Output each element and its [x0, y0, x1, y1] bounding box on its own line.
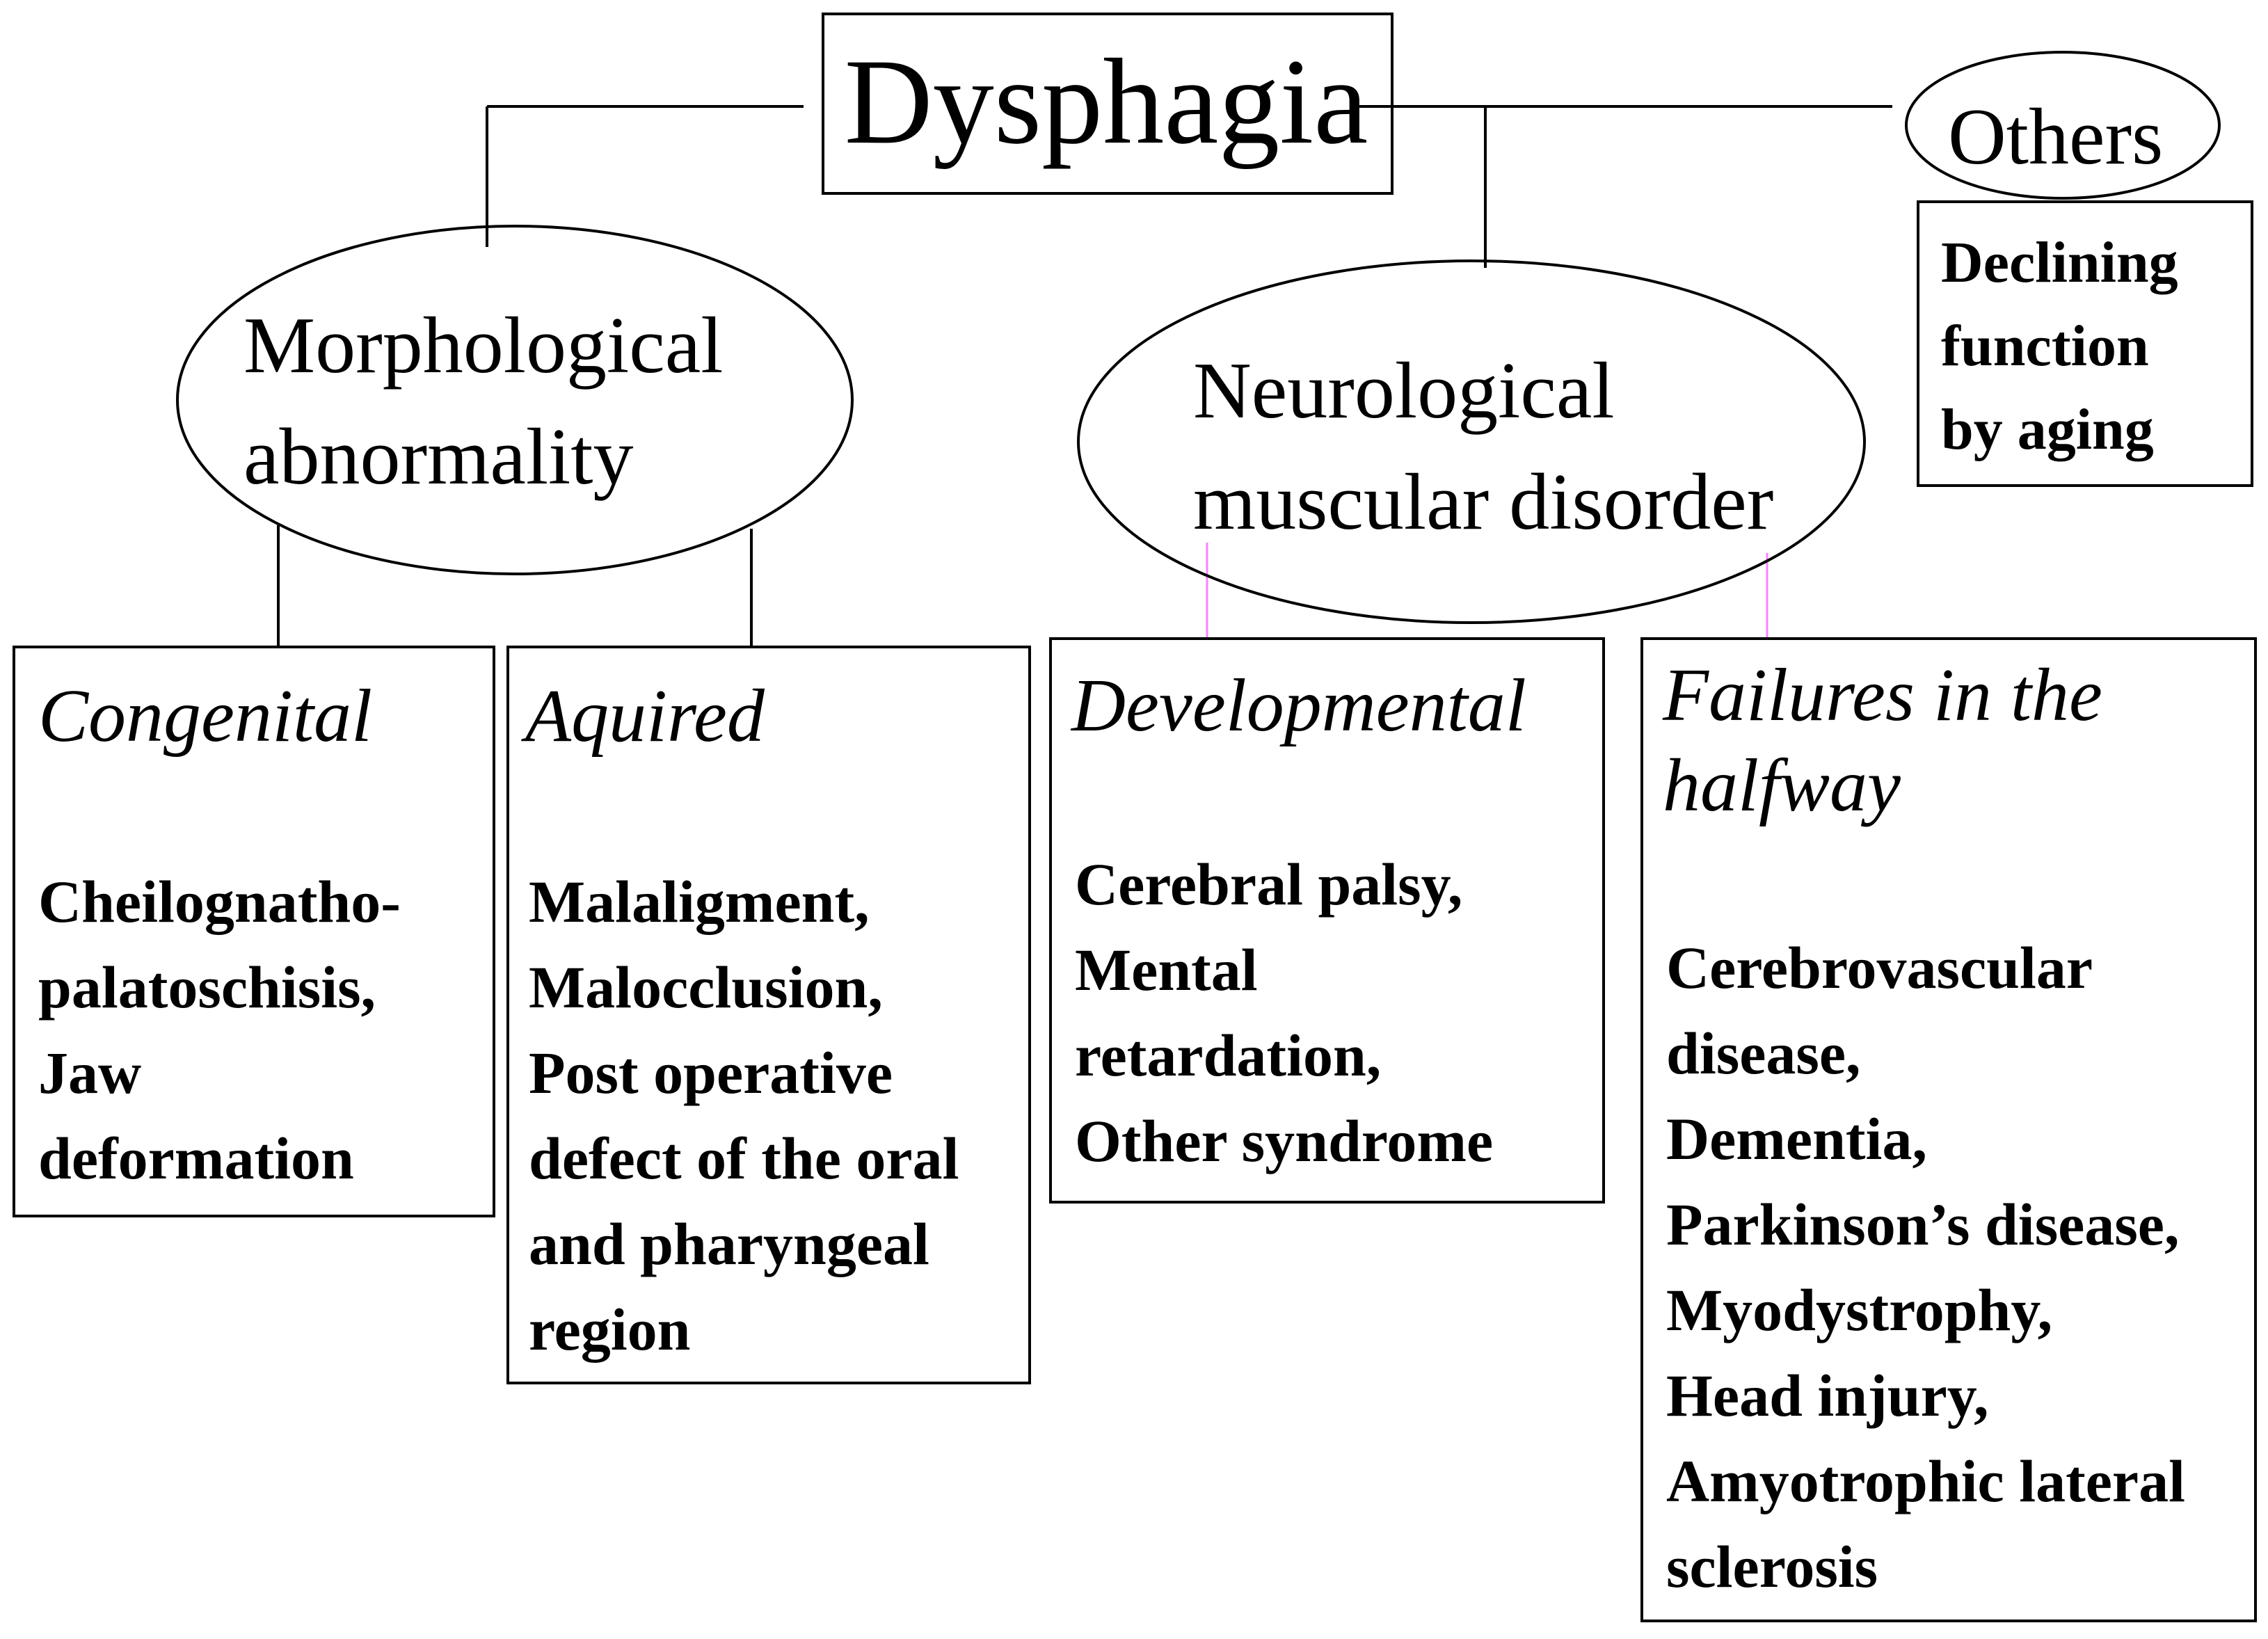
acquired-item: Malocclusion, — [529, 954, 883, 1021]
others-item: function — [1941, 314, 2149, 378]
morphological-ellipse — [176, 225, 854, 575]
neurological-label-line1: Neurological — [1193, 346, 1615, 435]
developmental-item: Other syndrome — [1075, 1108, 1493, 1174]
developmental-box — [1049, 637, 1605, 1204]
root-label: Dysphagia — [845, 34, 1368, 170]
failures-item: Amyotrophic lateral — [1666, 1448, 2185, 1514]
developmental-heading: Developmental — [1070, 664, 1526, 747]
others-ellipse — [1905, 51, 2221, 200]
failures-item: Dementia, — [1666, 1105, 1927, 1172]
failures-heading-line: Failures in the — [1662, 654, 2102, 737]
accent-connectors — [1206, 543, 1768, 639]
others-label: Others — [1948, 93, 2163, 182]
morphological-label-line2: abnormality — [243, 413, 634, 502]
developmental-item: Cerebral palsy, — [1075, 851, 1462, 918]
acquired-item: Post operative — [529, 1039, 893, 1106]
root-box — [822, 13, 1393, 195]
failures-heading-line: halfway — [1663, 744, 1901, 827]
congenital-item: Jaw — [38, 1039, 141, 1106]
connectors — [277, 105, 1892, 647]
failures-item: Parkinson’s disease, — [1666, 1191, 2179, 1258]
failures-item: sclerosis — [1666, 1533, 1878, 1600]
acquired-item: and pharyngeal — [529, 1210, 929, 1277]
failures-item: Head injury, — [1666, 1362, 1989, 1429]
acquired-item: Malaligment, — [529, 868, 870, 935]
congenital-item: deformation — [38, 1125, 354, 1192]
neurological-ellipse — [1077, 259, 1866, 624]
failures-item: Myodystrophy, — [1666, 1277, 2052, 1343]
others-item: by aging — [1941, 397, 2154, 462]
morphological-label-line1: Morphological — [243, 301, 723, 390]
acquired-box — [506, 646, 1031, 1384]
others-item: Declining — [1941, 230, 2178, 295]
acquired-item: defect of the oral — [529, 1125, 959, 1192]
congenital-box — [13, 646, 495, 1217]
failures-item: Cerebrovascular — [1666, 934, 2093, 1001]
failures-item: disease, — [1666, 1020, 1861, 1087]
developmental-item: retardation, — [1075, 1022, 1381, 1089]
developmental-item: Mental — [1075, 936, 1258, 1003]
failures-box — [1640, 637, 2257, 1622]
neurological-label-line2: muscular disorder — [1193, 458, 1773, 547]
congenital-item: palatoschisis, — [38, 954, 376, 1021]
acquired-item: region — [529, 1296, 691, 1363]
congenital-heading: Congenital — [38, 675, 372, 758]
others-box — [1917, 200, 2253, 487]
congenital-item: Cheilognatho- — [38, 868, 401, 935]
acquired-heading: Aquired — [521, 675, 765, 758]
